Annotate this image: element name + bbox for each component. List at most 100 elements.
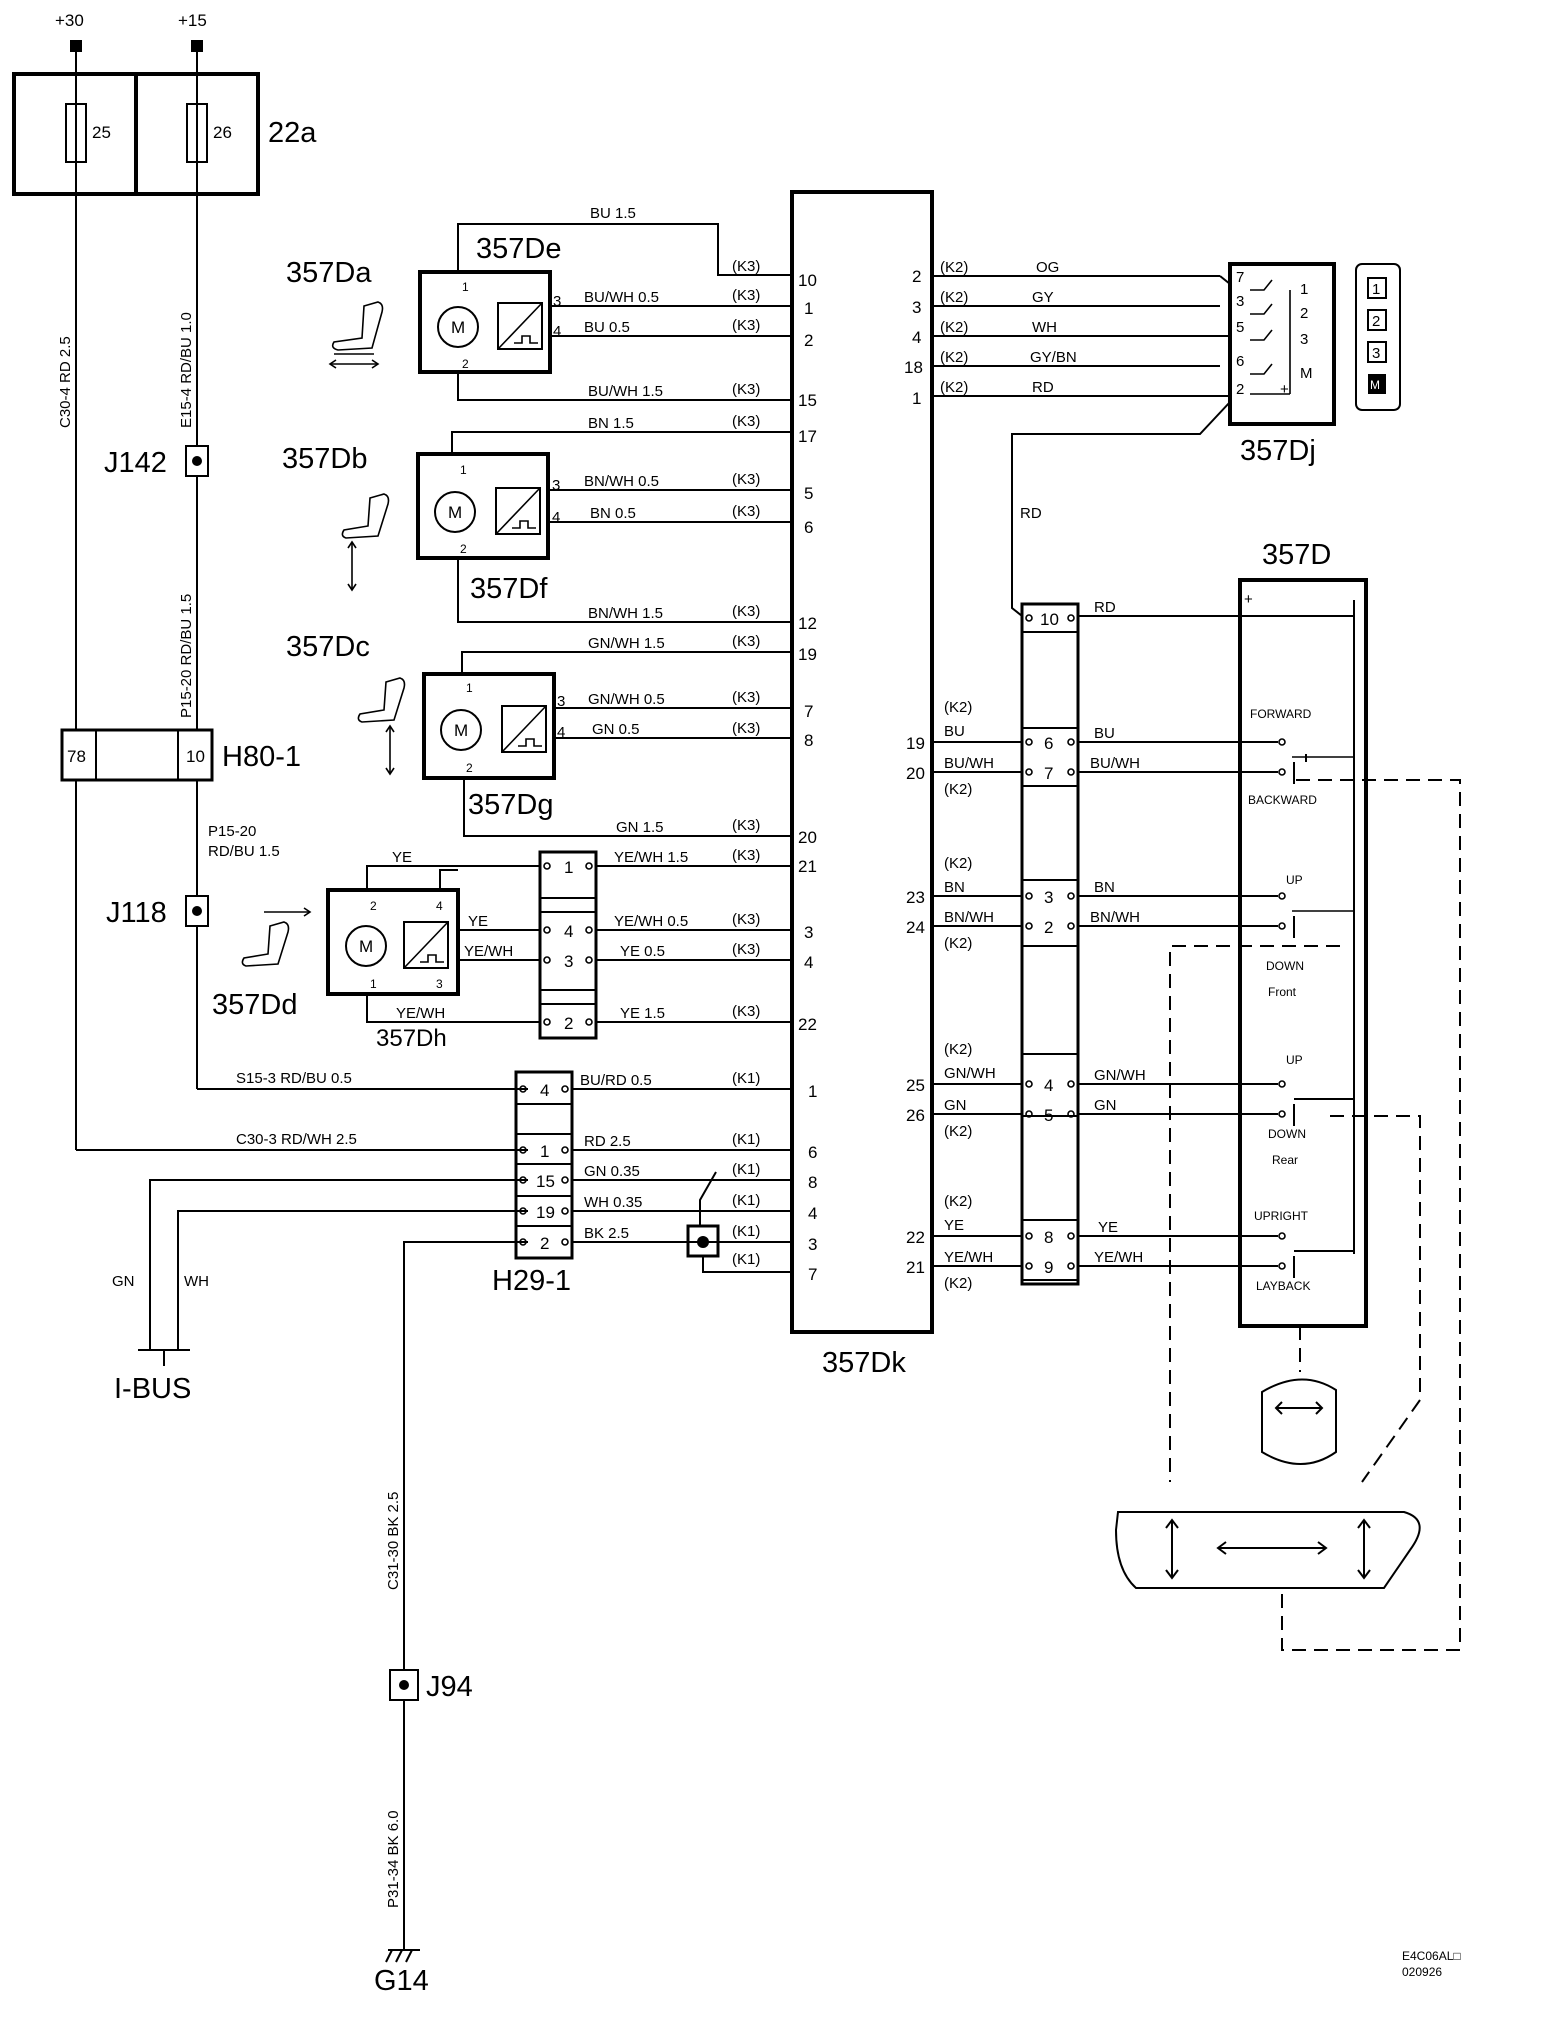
dk-pin: 3 xyxy=(912,298,921,317)
dk-pin: 8 xyxy=(808,1173,817,1192)
motor-assembly-357de: BU 1.5 (K3) 10 357De M 1 2 3 4 BU/WH 0.5… xyxy=(286,205,817,410)
k-tag: (K3) xyxy=(732,258,760,275)
h29-pin: 19 xyxy=(536,1203,555,1222)
seat-357dd-label: 357Dd xyxy=(212,989,297,1021)
wire-h29-1: BU/RD 0.5 xyxy=(580,1072,652,1089)
junction-j118 xyxy=(185,895,209,927)
right-wire: GN xyxy=(944,1097,967,1114)
dk-pin: 2 xyxy=(912,267,921,286)
dk-pin: 4 xyxy=(808,1204,817,1223)
wire-dh-3: YE 0.5 xyxy=(620,943,665,960)
k-tag: (K2) xyxy=(944,935,972,952)
k-tag: (K3) xyxy=(732,603,760,620)
right-wire: BU/WH xyxy=(944,755,994,772)
k-tag: (K2) xyxy=(944,1193,972,1210)
memory-button-2[interactable] xyxy=(1367,309,1387,331)
memory-button-m[interactable] xyxy=(1368,374,1386,394)
memory-plus: + xyxy=(1280,381,1289,398)
memory-pin: 7 xyxy=(1236,269,1244,286)
motor-assembly-357dg: GN/WH 1.5 (K3) 19 M 1 2 3 4 GN/WH 0.5 (K… xyxy=(286,631,817,847)
k-tag: (K3) xyxy=(732,471,760,488)
k-tag: (K3) xyxy=(732,413,760,430)
memory-button-2-label: 2 xyxy=(1372,313,1380,330)
memory-pin: 3 xyxy=(1236,293,1244,310)
dk-pin: 6 xyxy=(808,1143,817,1162)
k-tag: (K2) xyxy=(940,259,968,276)
right-wire: BN xyxy=(1094,879,1115,896)
wire-h29-5: BK 2.5 xyxy=(584,1225,629,1242)
wire-rd-right: RD xyxy=(1094,599,1116,616)
memory-button-m-label: M xyxy=(1370,378,1380,392)
k-tag: (K3) xyxy=(732,720,760,737)
right-wires: (K2) 19 BU 6 BU 20 BU/WH (K2) 7 BU/WH (K… xyxy=(906,699,1278,1292)
memory-button-1[interactable] xyxy=(1367,277,1387,299)
connector-right xyxy=(1020,602,1080,1286)
wire-de-2: BU/WH 1.5 xyxy=(588,383,663,400)
wire-gybn: GY/BN xyxy=(1030,349,1077,366)
memory-357dj-label: 357Dj xyxy=(1240,435,1316,467)
memory-357dj xyxy=(1228,262,1336,426)
backrest-knob[interactable] xyxy=(1261,1378,1337,1465)
seat-357db-label: 357Db xyxy=(282,443,367,475)
k-tag: (K2) xyxy=(940,379,968,396)
svg-text:3: 3 xyxy=(557,693,565,710)
k-tag: (K2) xyxy=(940,349,968,366)
dk-pin: 1 xyxy=(804,299,813,318)
diagram-code-1: E4C06AL□ xyxy=(1402,1949,1461,1963)
wire-p15-20-top: P15-20 RD/BU 1.5 xyxy=(178,594,195,718)
switch-rear-down: DOWN xyxy=(1268,1127,1306,1141)
svg-text:2: 2 xyxy=(460,542,467,556)
right-wire: BN/WH xyxy=(1090,909,1140,926)
seat-fore-aft-icon xyxy=(328,301,384,369)
memory-pos: 3 xyxy=(1300,331,1308,348)
memory-button-3[interactable] xyxy=(1367,341,1387,363)
dk-pin: 21 xyxy=(798,857,817,876)
dk-pin: 10 xyxy=(798,271,817,290)
dk-pin: 17 xyxy=(798,427,817,446)
k-tag: (K3) xyxy=(732,817,760,834)
connector-dh xyxy=(538,850,598,1040)
wire-rd-vertical: RD xyxy=(1020,505,1042,522)
k-tag: (K3) xyxy=(732,1003,760,1020)
motor-symbol-text: M xyxy=(454,721,468,740)
k-tag: (K1) xyxy=(732,1161,760,1178)
memory-pos: 1 xyxy=(1300,281,1308,298)
wire-p31-34: P31-34 BK 6.0 xyxy=(385,1810,402,1908)
right-pin: 7 xyxy=(1044,764,1053,783)
wire-dh-1: YE/WH 1.5 xyxy=(614,849,688,866)
h29-pin: 1 xyxy=(540,1142,549,1161)
wire-og: OG xyxy=(1036,259,1059,276)
dk-pin: 19 xyxy=(906,734,925,753)
memory-button-1-label: 1 xyxy=(1372,281,1380,298)
ibus-wh: WH xyxy=(184,1273,209,1290)
seat-control-knobs xyxy=(1114,779,1461,1651)
memory-pin: 5 xyxy=(1236,319,1244,336)
switch-layback: LAYBACK xyxy=(1256,1279,1310,1293)
connector-h80-1-label: H80-1 xyxy=(222,741,301,773)
svg-text:1: 1 xyxy=(466,681,473,695)
svg-text:3: 3 xyxy=(436,977,443,991)
right-wire: YE xyxy=(944,1217,964,1234)
seat-cushion-knob[interactable] xyxy=(1114,1511,1421,1589)
svg-text:1: 1 xyxy=(462,280,469,294)
h80-1-pin-10: 10 xyxy=(186,747,205,766)
motor-symbol-text: M xyxy=(448,503,462,522)
motor-symbol-text: M xyxy=(359,937,373,956)
svg-text:4: 4 xyxy=(553,323,561,340)
memory-unit-357dj: 357Dj 2 (K2) OG 3 (K2) GY 4 (K2) WH 18 (… xyxy=(904,259,1401,617)
junction-j94 xyxy=(389,1669,419,1701)
wire-e15-4: E15-4 RD/BU 1.0 xyxy=(178,312,195,428)
dk-pin: 3 xyxy=(808,1235,817,1254)
wire-de-3: BU/WH 0.5 xyxy=(584,289,659,306)
k-tag: (K2) xyxy=(940,289,968,306)
right-pin: 3 xyxy=(1044,888,1053,907)
wire-dh-ye: YE xyxy=(468,913,488,930)
h29-pin: 2 xyxy=(540,1234,549,1253)
dk-pin: 5 xyxy=(804,484,813,503)
dk-pin: 2 xyxy=(804,331,813,350)
dk-pin: 7 xyxy=(804,702,813,721)
motor-357dh-label: 357Dh xyxy=(376,1025,447,1052)
svg-text:3: 3 xyxy=(553,293,561,310)
k-tag: (K2) xyxy=(944,781,972,798)
fuse-box-label: 22a xyxy=(268,117,317,149)
